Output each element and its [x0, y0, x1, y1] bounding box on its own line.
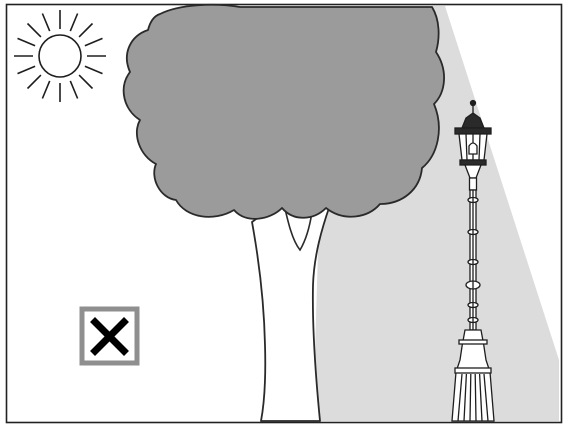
lamp-base-flute [475, 374, 476, 421]
lamp-lantern-base [460, 160, 486, 165]
lamp-base-ring [455, 368, 491, 373]
sun-icon [14, 10, 106, 102]
lamp-neck [470, 178, 477, 190]
lamp-bulbs [469, 143, 477, 154]
x-mark-icon [82, 309, 137, 363]
lamp-finial-knob [471, 101, 476, 106]
lamp-mid-ring [459, 340, 487, 344]
lamp-base-flute [470, 374, 471, 421]
sun-disc [39, 35, 81, 77]
tree-canopy [124, 5, 444, 219]
lamp-roof-rim [455, 128, 491, 134]
